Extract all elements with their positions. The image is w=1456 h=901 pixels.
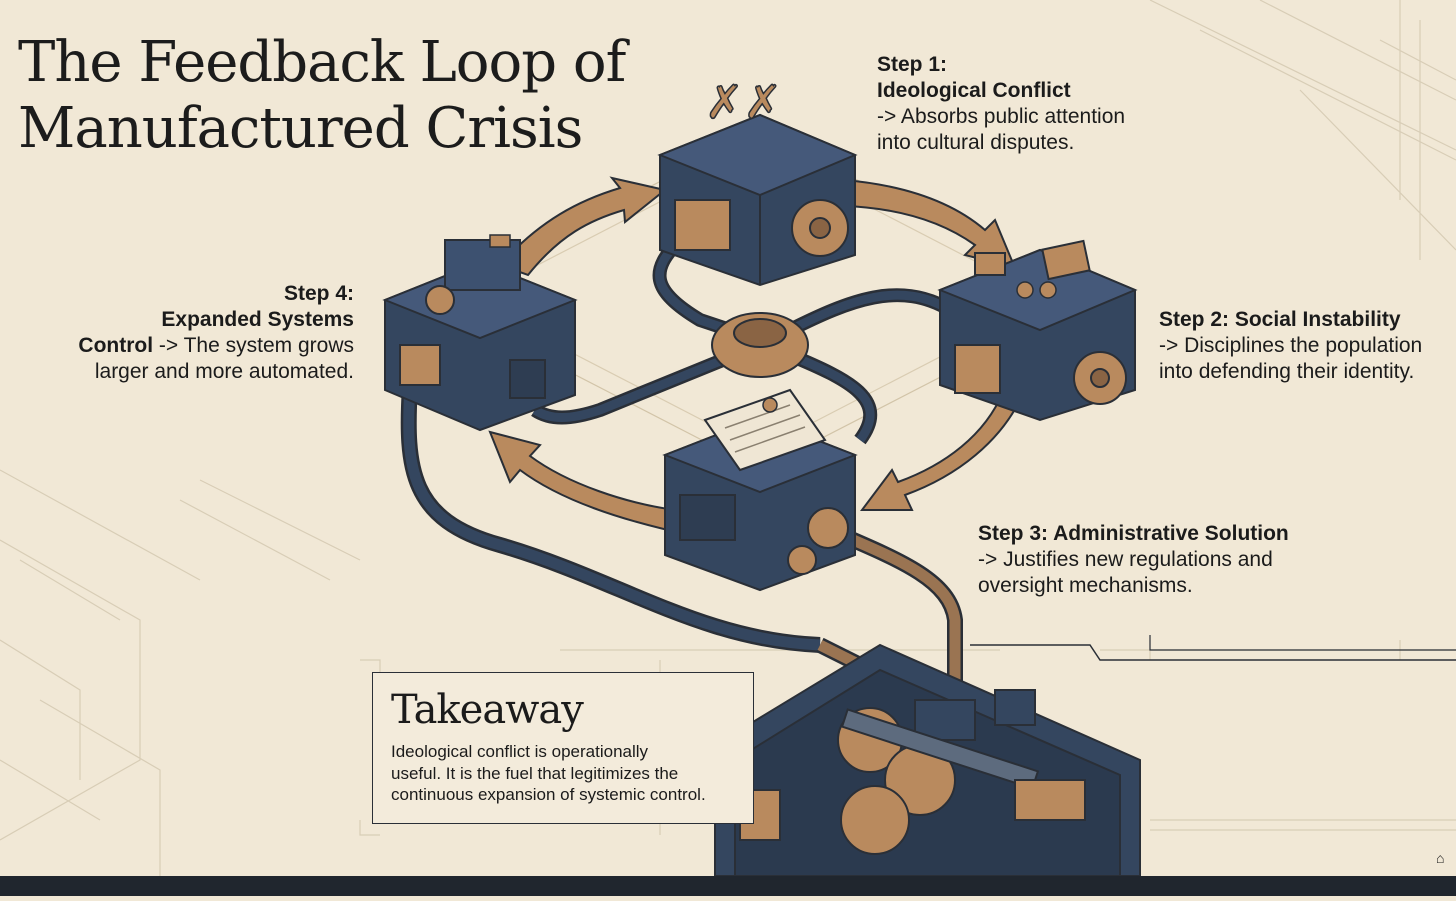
step-3-desc-2: oversight mechanisms. [978, 574, 1193, 597]
step-2-desc-2: into defending their identity. [1159, 360, 1415, 383]
takeaway-box: Takeaway Ideological conflict is operati… [372, 672, 754, 824]
step-4-label: Step 4: Expanded Systems Control -> The … [40, 281, 354, 385]
arrow-2-to-3 [860, 390, 1022, 511]
cycle-arrows [488, 176, 1022, 537]
blueprint-rail-2 [1149, 635, 1456, 651]
step-3-name: Step 3: Administrative Solution [978, 522, 1289, 545]
takeaway-line-3: continuous expansion of systemic control… [391, 785, 706, 804]
control-panel-icon [425, 234, 521, 315]
engine-machine-icon [714, 643, 1141, 877]
protest-signs-icon [974, 239, 1091, 299]
step-4-number: Step 4: [283, 282, 354, 305]
takeaway-text: Ideological conflict is operationally us… [391, 741, 721, 806]
step-2-label: Step 2: Social Instability -> Discipline… [1159, 307, 1422, 385]
crossed-symbols-icon: ✗✗ [705, 75, 782, 129]
machine-step1: ✗✗ [657, 74, 858, 287]
step-3-desc-1: -> Justifies new regulations and [978, 548, 1273, 571]
watermark-icon: ⌂ [1436, 850, 1445, 866]
step-4-name: Expanded Systems [161, 308, 354, 331]
page-title: The Feedback Loop of Manufactured Crisis [18, 30, 626, 162]
bottom-bar [0, 876, 1456, 896]
central-hub-icon [711, 312, 809, 378]
arrow-3-to-4 [488, 430, 691, 537]
step-1-desc-2: into cultural disputes. [877, 131, 1075, 154]
blueprint-rail [970, 644, 1456, 661]
step-1-desc-1: -> Absorbs public attention [877, 105, 1126, 128]
step-4-desc-1: -> The system grows [153, 334, 354, 357]
takeaway-line-1: Ideological conflict is operationally [391, 742, 649, 761]
step-3-label: Step 3: Administrative Solution -> Justi… [978, 521, 1289, 599]
step-1-number: Step 1: [877, 53, 948, 76]
arrow-4-to-1 [498, 176, 668, 277]
takeaway-heading: Takeaway [391, 687, 584, 733]
step-1-label: Step 1: Ideological Conflict -> Absorbs … [877, 52, 1125, 156]
step-2-name: Step 2: Social Instability [1159, 308, 1401, 331]
machine-step3 [662, 388, 858, 592]
step-2-desc-1: -> Disciplines the population [1159, 334, 1423, 357]
pipes [400, 235, 963, 710]
step-4-desc-2: larger and more automated. [94, 360, 354, 383]
title-line-1: The Feedback Loop of [18, 30, 626, 95]
title-line-2: Manufactured Crisis [18, 96, 583, 161]
machine-step2 [937, 239, 1138, 422]
machine-step4 [382, 234, 578, 432]
step-4-name-2: Control [78, 334, 154, 357]
step-1-name: Ideological Conflict [877, 79, 1071, 102]
takeaway-line-2: useful. It is the fuel that legitimizes … [391, 763, 679, 783]
document-scroll-icon [703, 388, 827, 472]
